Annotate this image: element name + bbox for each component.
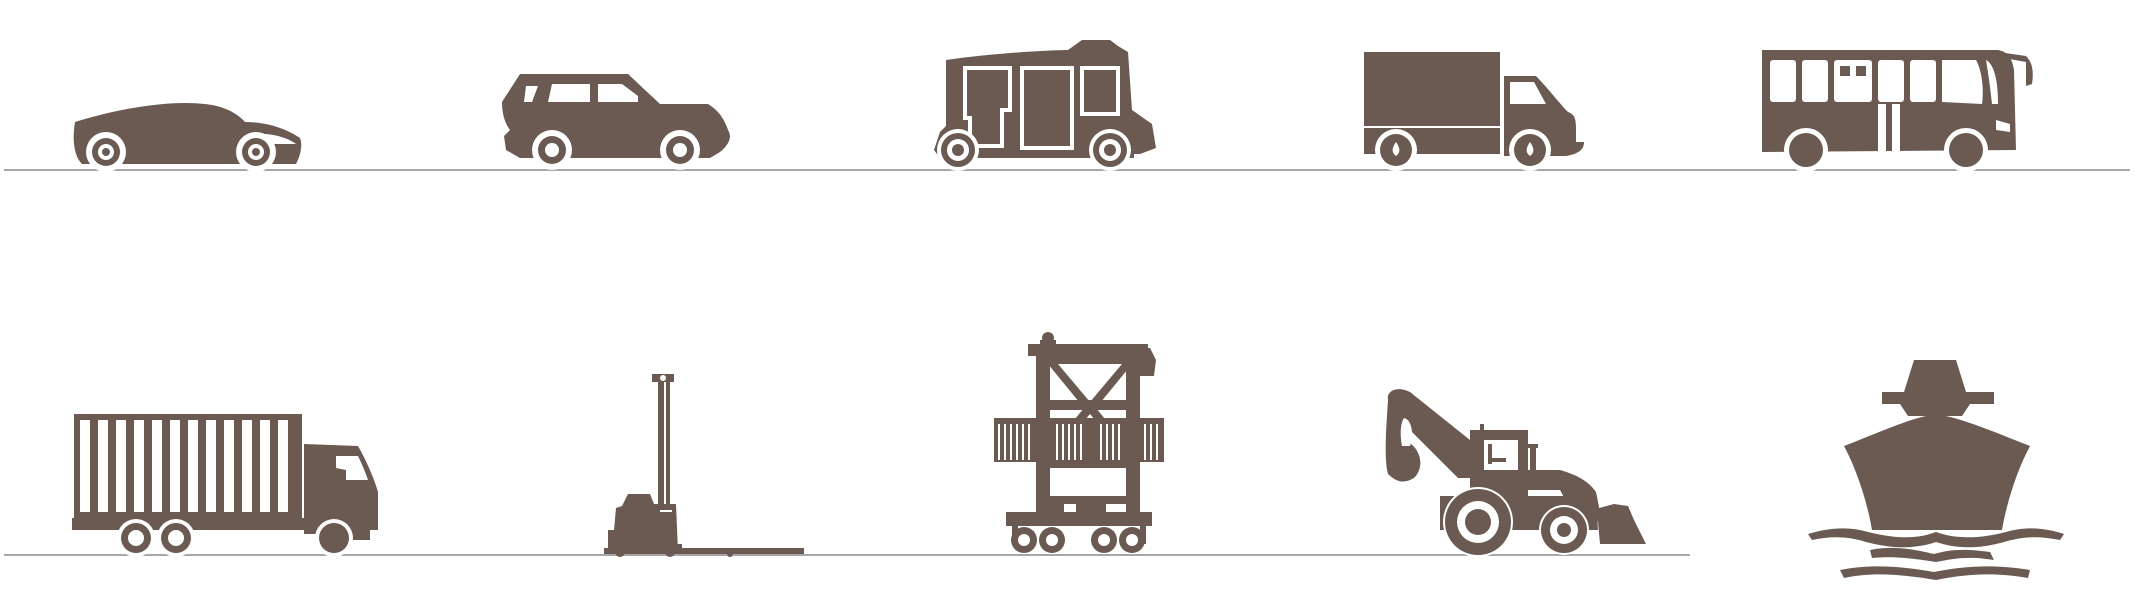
tram-car-icon [934,40,1156,171]
straddle-carrier-icon [994,332,1164,553]
backhoe-loader-icon [1385,389,1646,557]
bus-icon [1762,50,2033,172]
box-truck-icon [1364,52,1584,171]
suv-car-icon [502,74,730,170]
forklift-stacker-icon [604,374,804,557]
container-truck-icon [72,414,378,557]
sports-car-icon [73,102,302,172]
ship-icon [1808,360,2064,580]
